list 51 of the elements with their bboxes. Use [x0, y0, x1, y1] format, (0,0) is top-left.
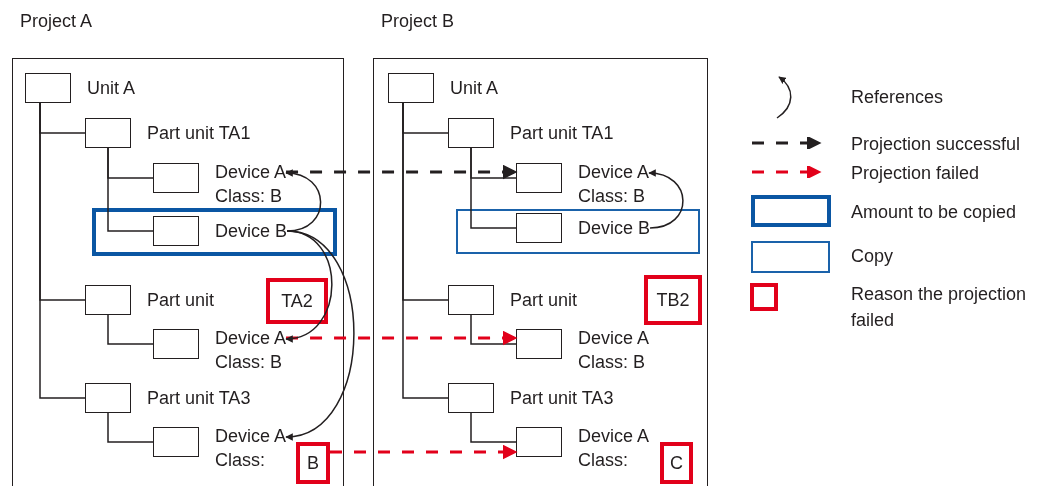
node-label: Class: B	[215, 185, 284, 208]
node-label: Device A	[578, 161, 650, 184]
legend-label: Amount to be copied	[851, 201, 1018, 224]
node-label: Device A	[215, 425, 287, 448]
reference-arrow	[285, 170, 322, 232]
node-label: Device A	[215, 327, 287, 350]
node-label: Part unit	[147, 289, 215, 312]
node-label: Unit A	[450, 77, 499, 100]
reference-arrow	[648, 170, 684, 229]
legend-label: Projection failed	[851, 162, 981, 185]
failure-reason-marker: TB2	[644, 275, 702, 325]
tree-connector	[39, 102, 86, 399]
panel-title: Project A	[20, 10, 93, 32]
failure-reason-marker: TA2	[266, 278, 328, 324]
node-label: Class: B	[578, 351, 647, 374]
legend-label: Copy	[851, 245, 895, 268]
node-label: Part unit TA3	[510, 387, 614, 410]
failure-reason-marker: C	[660, 442, 693, 484]
projection-arrow	[330, 444, 518, 460]
copy-scope-frame	[456, 209, 700, 254]
copy-scope-frame	[92, 208, 337, 256]
node-label: Device A	[578, 425, 650, 448]
tree-connector	[107, 412, 154, 443]
legend-label: Projection successful	[851, 133, 1022, 156]
tree-connector	[107, 314, 154, 345]
node-label: Class: B	[215, 351, 284, 374]
node-label: Unit A	[87, 77, 136, 100]
node-label: Device B	[215, 220, 288, 243]
reference-arrow	[285, 230, 333, 342]
tree-connector	[470, 147, 517, 229]
node-label: Device A	[578, 327, 650, 350]
tree-connector	[470, 314, 517, 345]
node-label: Class:	[215, 449, 266, 472]
node-label: Part unit TA1	[510, 122, 614, 145]
node-label: Part unit TA1	[147, 122, 251, 145]
panel-title: Project B	[381, 10, 455, 32]
node-label: Device A	[215, 161, 287, 184]
node-label: Class:	[578, 449, 629, 472]
legend-label: Reason the projection failed	[851, 283, 1028, 332]
tree-connector	[470, 412, 517, 443]
reference-arrow	[285, 230, 355, 440]
node-label: Part unit TA3	[147, 387, 251, 410]
node-label: Part unit	[510, 289, 578, 312]
node-label: Class: B	[578, 185, 647, 208]
failure-reason-marker: B	[296, 442, 330, 484]
tree-connector	[402, 102, 449, 399]
tree-connector	[107, 147, 154, 232]
projection-arrow	[286, 330, 518, 346]
legend-label: References	[851, 86, 945, 109]
node-label: Device B	[578, 217, 651, 240]
projection-arrow	[286, 164, 518, 180]
